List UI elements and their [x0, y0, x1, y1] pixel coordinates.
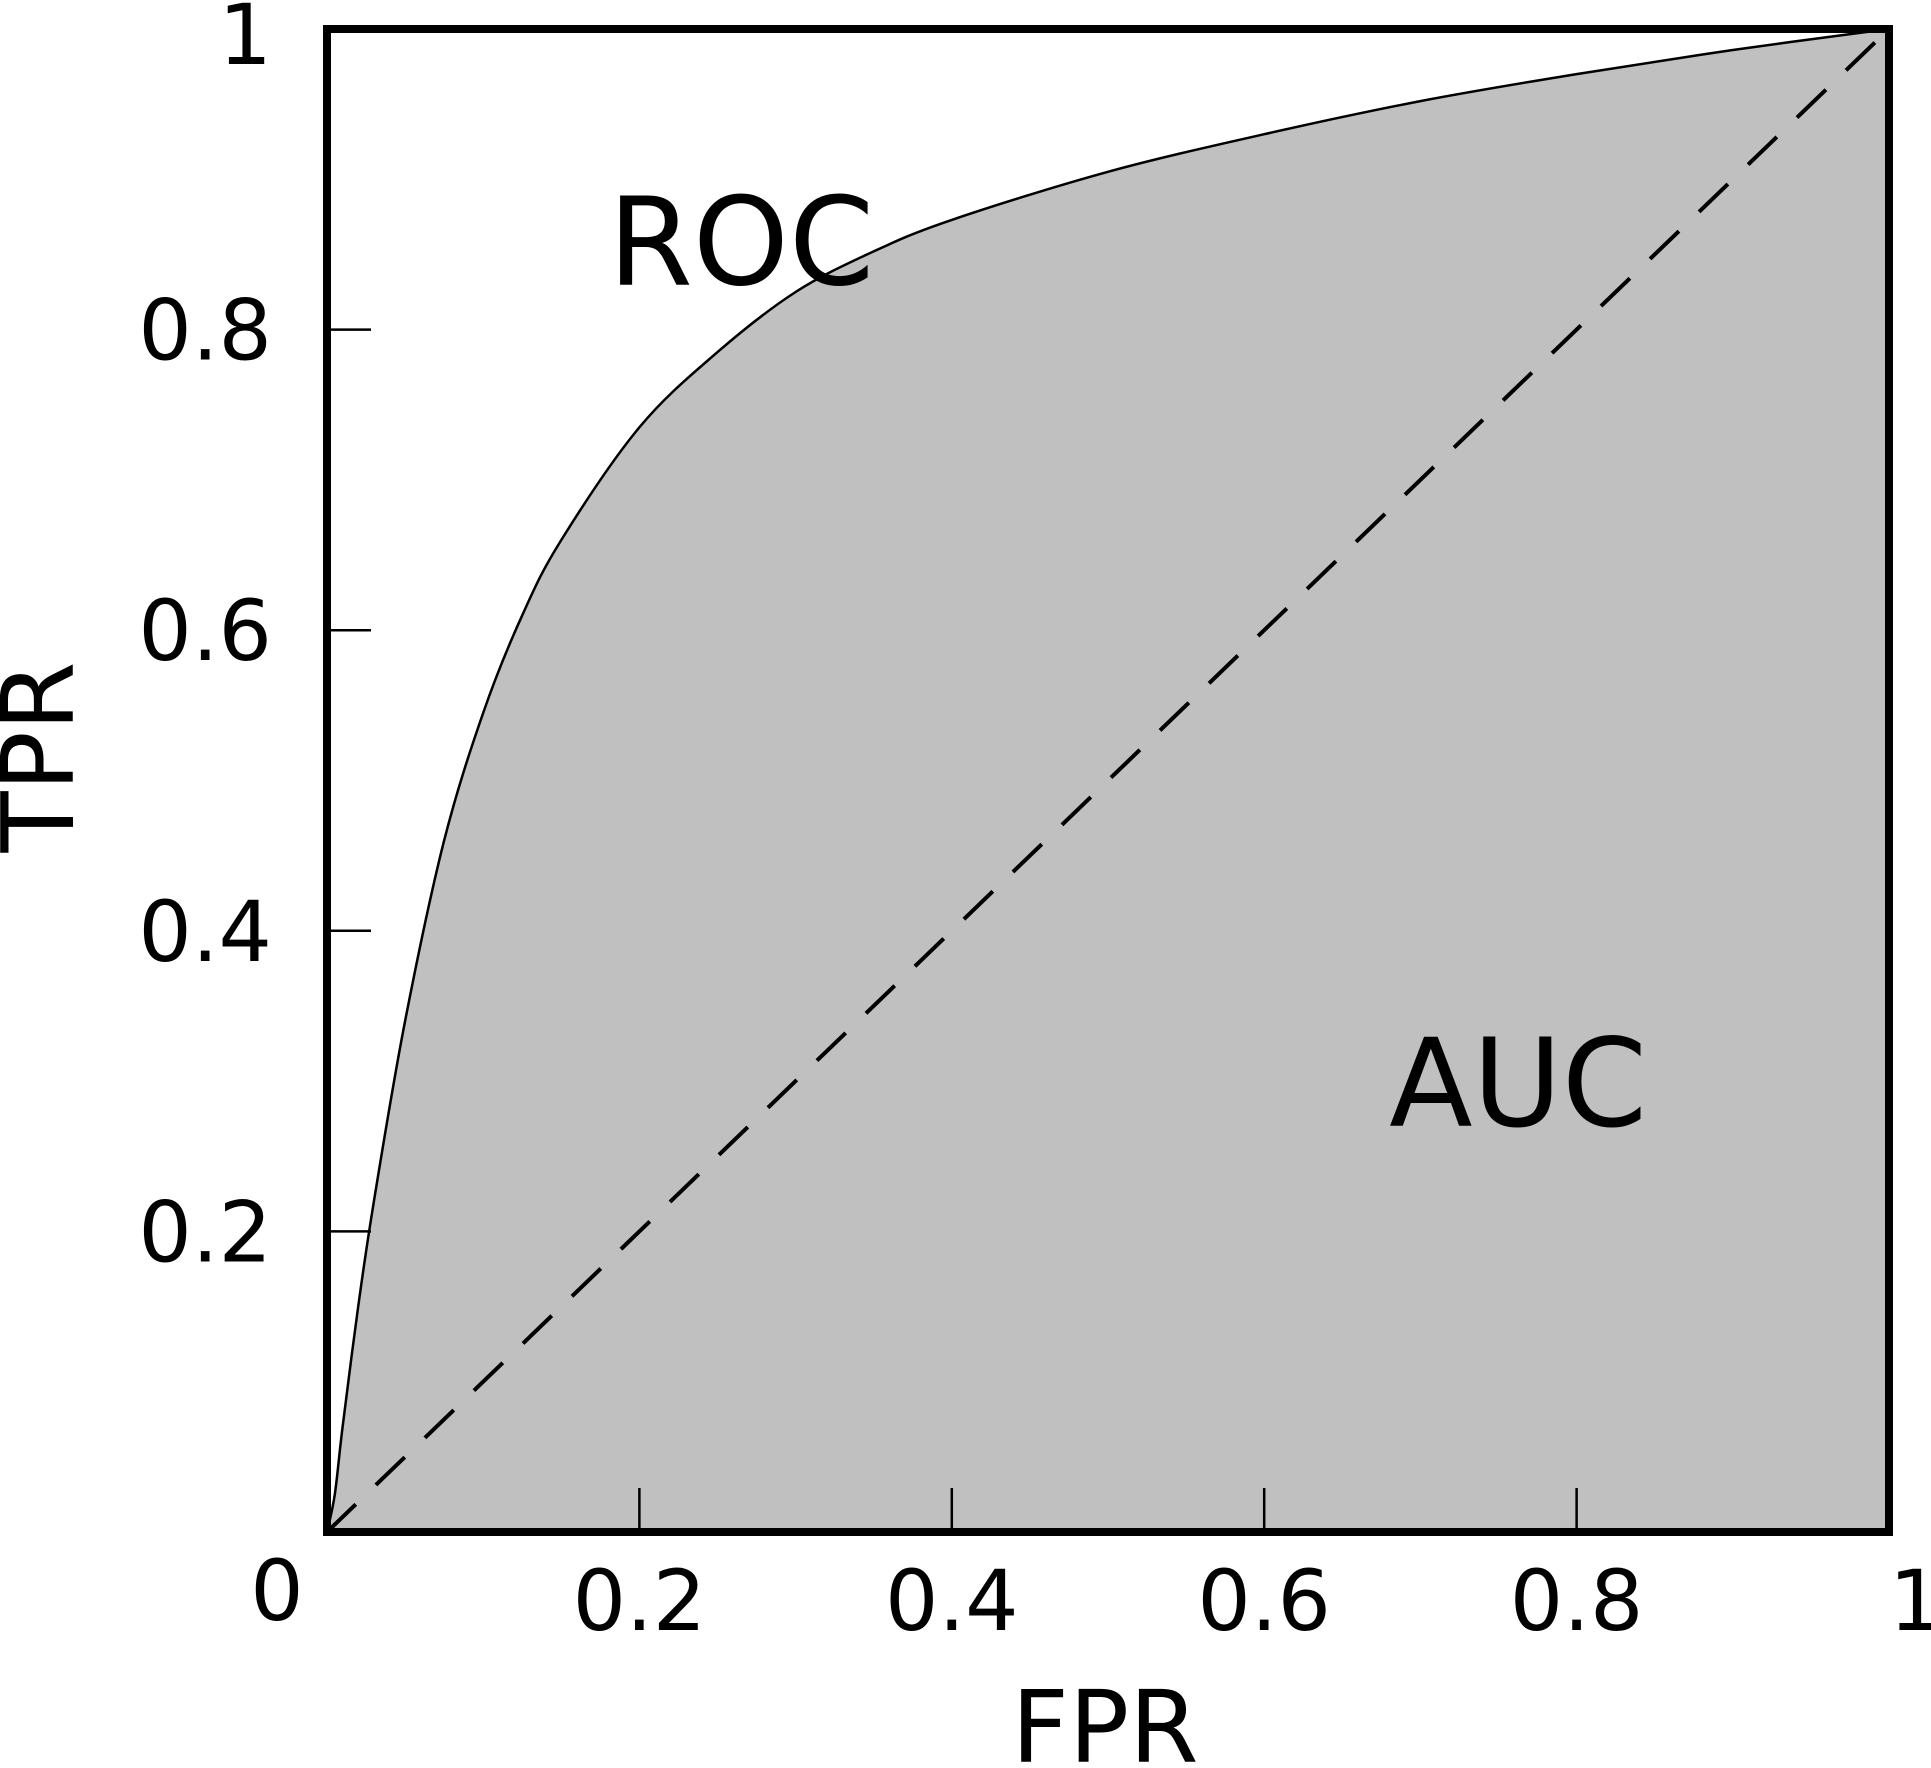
x-tick-label: 0 [250, 1542, 303, 1640]
plot-frame [323, 25, 1893, 1536]
auc-area [327, 29, 1889, 1532]
y-tick-label: 0.4 [138, 883, 272, 981]
diagonal-reference-line [325, 27, 1891, 1534]
y-tick-label: 1 [219, 0, 272, 84]
y-tick-label: 0.2 [138, 1183, 272, 1281]
annotation-roc: ROC [608, 172, 874, 314]
x-tick-label: 1 [1889, 1552, 1931, 1650]
y-tick-label: 0.6 [138, 582, 272, 680]
y-tick-label: 0.8 [138, 282, 272, 380]
roc-curve [325, 27, 1890, 1533]
x-tick-label: 0.2 [573, 1552, 707, 1650]
x-axis-title: FPR [1011, 1669, 1198, 1763]
y-axis-title: TPR [0, 662, 97, 854]
x-tick-label: 0.6 [1197, 1552, 1331, 1650]
x-tick-label: 0.4 [885, 1552, 1019, 1650]
x-tick-label: 0.8 [1510, 1552, 1644, 1650]
annotation-auc: AUC [1389, 1013, 1647, 1155]
